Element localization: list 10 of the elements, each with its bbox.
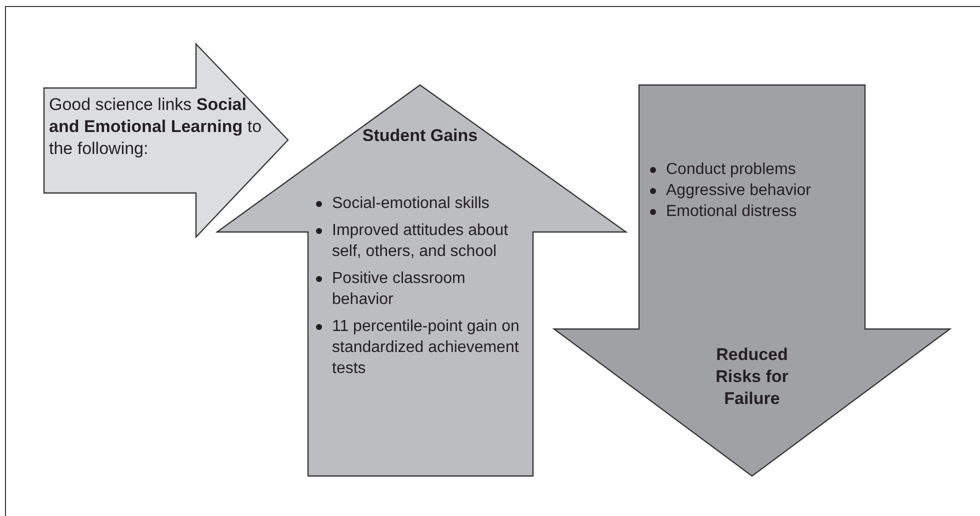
bullet-item: 11 percentile-point gain on standardized achievement tests: [314, 316, 526, 379]
intro-text: Good science links Social and Emotional Learning to the following:: [49, 94, 263, 160]
bullet-item: Aggressive behavior: [648, 180, 863, 201]
bullet-item: Improved attitudes about self, others, and school: [314, 220, 526, 262]
bullet-item: Social-emotional skills: [314, 193, 526, 214]
bullet-item: Conduct problems: [648, 159, 863, 180]
bullet-item: Positive classroom behavior: [314, 268, 526, 310]
bullet-item: Emotional distress: [648, 201, 863, 222]
heading: Reduced Risks for Failure: [714, 344, 790, 410]
heading: Student Gains: [361, 125, 479, 147]
